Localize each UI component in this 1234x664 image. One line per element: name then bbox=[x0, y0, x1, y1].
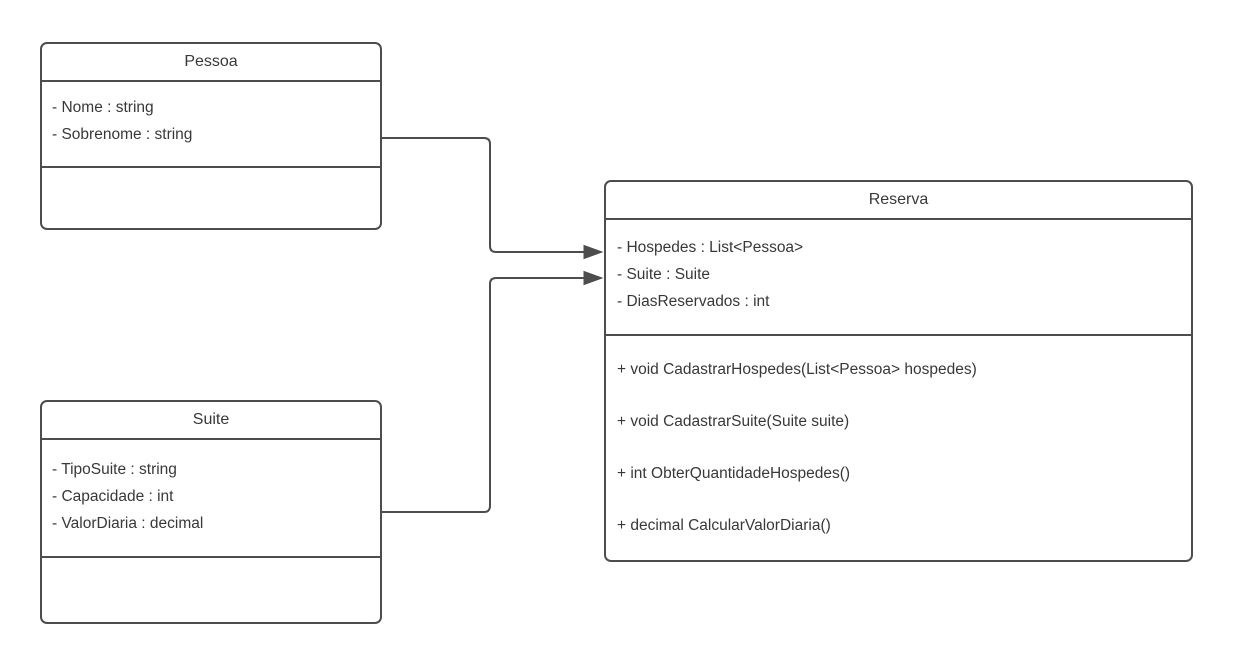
method-line: + void CadastrarSuite(Suite suite) bbox=[617, 413, 850, 430]
class-attributes-pessoa: - Nome : string - Sobrenome : string bbox=[42, 82, 380, 168]
attribute-line: - DiasReservados : int bbox=[617, 293, 770, 310]
attribute-line: - Sobrenome : string bbox=[52, 126, 193, 143]
class-title-pessoa: Pessoa bbox=[42, 44, 380, 82]
arrowhead-icon bbox=[583, 270, 604, 286]
class-attributes-reserva: - Hospedes : List<Pessoa> - Suite : Suit… bbox=[606, 220, 1191, 336]
class-box-suite[interactable]: Suite - TipoSuite : string - Capacidade … bbox=[40, 400, 382, 624]
class-title-reserva: Reserva bbox=[606, 182, 1191, 220]
connector-pessoa-to-reserva[interactable] bbox=[382, 137, 604, 260]
method-line: + decimal CalcularValorDiaria() bbox=[617, 517, 831, 534]
class-methods-pessoa-empty bbox=[42, 168, 380, 228]
class-attributes-suite: - TipoSuite : string - Capacidade : int … bbox=[42, 440, 380, 558]
class-box-reserva[interactable]: Reserva - Hospedes : List<Pessoa> - Suit… bbox=[604, 180, 1193, 562]
class-box-pessoa[interactable]: Pessoa - Nome : string - Sobrenome : str… bbox=[40, 42, 382, 230]
class-methods-suite-empty bbox=[42, 558, 380, 622]
method-line: + void CadastrarHospedes(List<Pessoa> ho… bbox=[617, 361, 977, 378]
attribute-line: - Suite : Suite bbox=[617, 266, 711, 283]
arrowhead-icon bbox=[583, 244, 604, 260]
attribute-line: - TipoSuite : string bbox=[52, 461, 177, 478]
attribute-line: - ValorDiaria : decimal bbox=[52, 515, 204, 532]
connector-suite-to-reserva[interactable] bbox=[382, 270, 604, 513]
attribute-line: - Capacidade : int bbox=[52, 488, 174, 505]
class-methods-reserva: + void CadastrarHospedes(List<Pessoa> ho… bbox=[606, 336, 1191, 560]
attribute-line: - Nome : string bbox=[52, 99, 154, 116]
method-line: + int ObterQuantidadeHospedes() bbox=[617, 465, 851, 482]
attribute-line: - Hospedes : List<Pessoa> bbox=[617, 239, 804, 256]
class-title-suite: Suite bbox=[42, 402, 380, 440]
